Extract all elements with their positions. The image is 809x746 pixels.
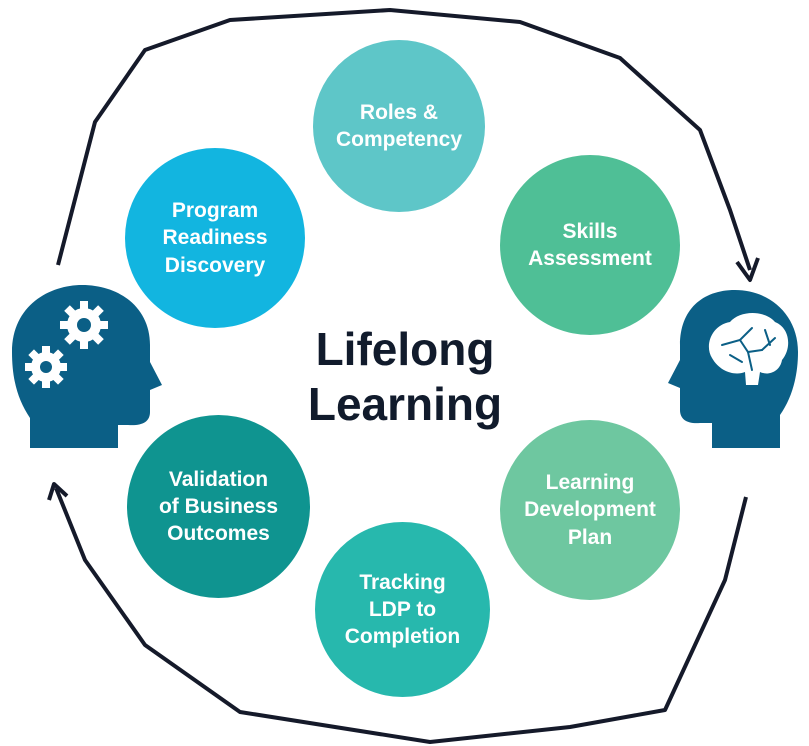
bottom-arrowhead xyxy=(47,482,69,501)
learning-development-plan-label: Learning Development Plan xyxy=(524,471,656,549)
validation-business-outcomes-node: Validation of Business Outcomes xyxy=(127,415,310,598)
center-title-line-1: Lifelong xyxy=(315,323,495,375)
roles-competency-node: Roles & Competency xyxy=(313,40,485,212)
validation-business-outcomes-label: Validation of Business Outcomes xyxy=(158,467,279,546)
top-cycle-arrow xyxy=(56,8,752,271)
bottom-cycle-arrow xyxy=(54,487,748,744)
center-title: Lifelong Learning xyxy=(240,322,570,432)
program-readiness-discovery-label: Program Readiness Discovery xyxy=(162,199,268,277)
head-with-gears-icon xyxy=(12,285,162,448)
roles-competency-label: Roles & Competency xyxy=(335,100,463,151)
center-title-line-2: Learning xyxy=(307,378,503,431)
tracking-ldp-node: Tracking LDP to Completion xyxy=(315,522,490,697)
learning-development-plan-node: Learning Development Plan xyxy=(500,420,680,600)
tracking-ldp-label: Tracking LDP to Completion xyxy=(344,570,461,649)
program-readiness-discovery-node: Program Readiness Discovery xyxy=(125,148,305,328)
skills-assessment-node: Skills Assessment xyxy=(500,155,680,335)
head-with-brain-icon xyxy=(668,290,798,448)
top-arrowhead xyxy=(735,257,760,282)
skills-assessment-label: Skills Assessment xyxy=(528,219,652,270)
